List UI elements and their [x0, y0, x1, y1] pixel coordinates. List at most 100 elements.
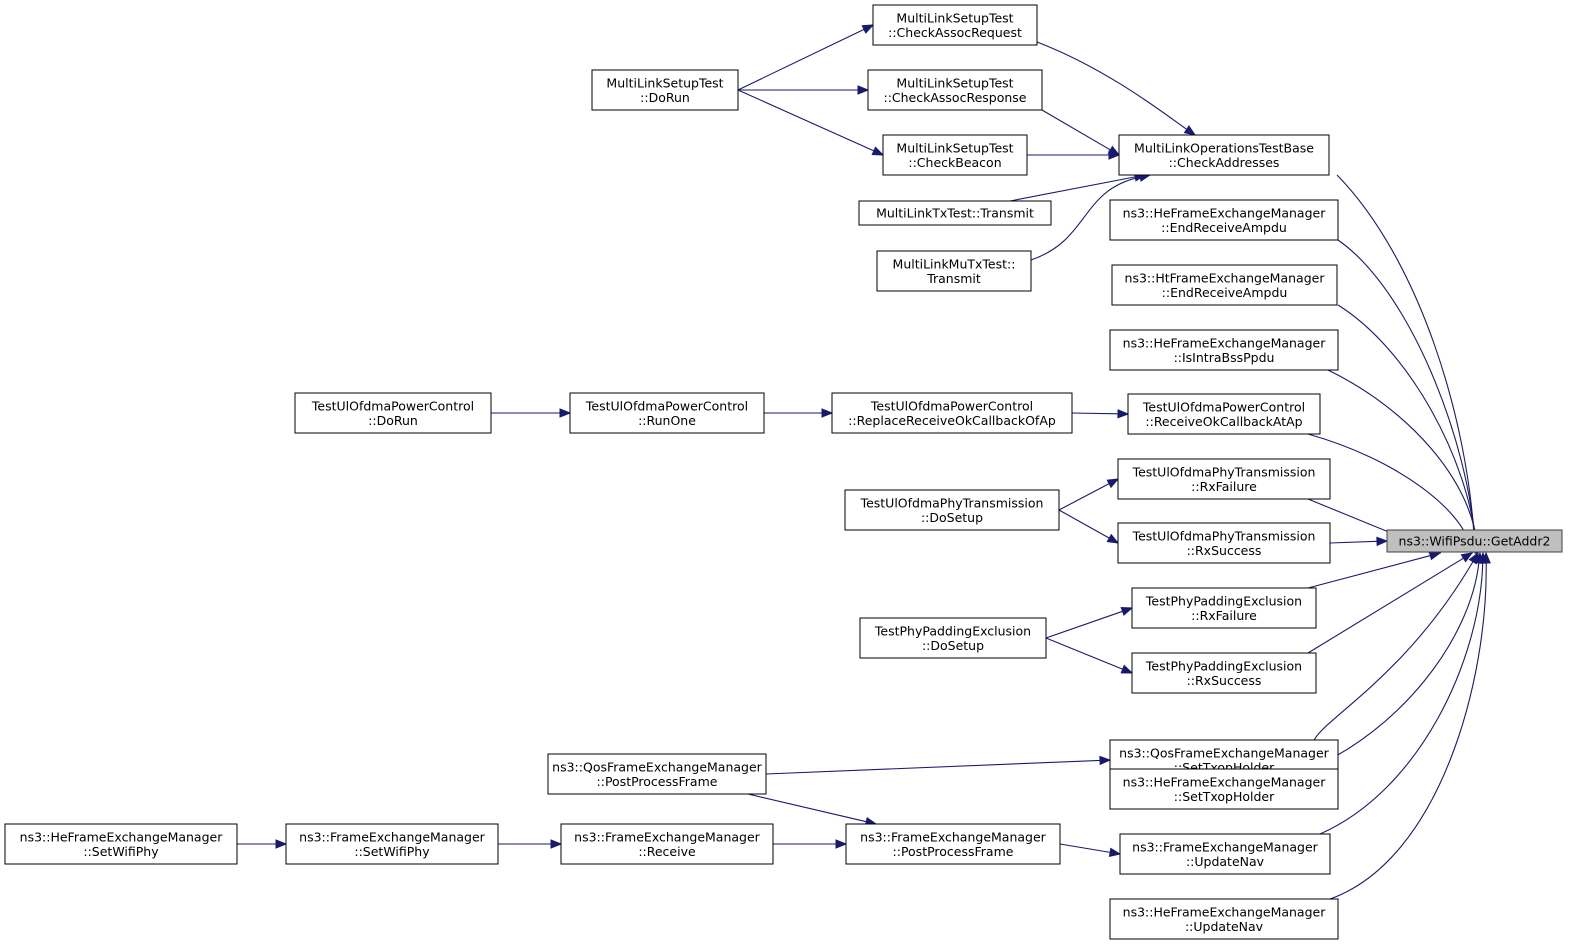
node-heSetWifiPhy[interactable]: ns3::HeFrameExchangeManager::SetWifiPhy [4, 823, 238, 865]
node-label-line: ::RunOne [638, 413, 696, 428]
node-box [1109, 329, 1339, 371]
node-label-line: ::CheckAssocResponse [883, 90, 1026, 105]
node-rxOkCbAtAp[interactable]: TestUlOfdmaPowerControl::ReceiveOkCallba… [1127, 393, 1321, 435]
node-heSetTxop[interactable]: ns3::HeFrameExchangeManager::SetTxopHold… [1109, 768, 1339, 810]
node-checkAddresses[interactable]: MultiLinkOperationsTestBase::CheckAddres… [1118, 134, 1330, 176]
node-box [1109, 768, 1339, 810]
node-pcDoRun[interactable]: TestUlOfdmaPowerControl::DoRun [294, 392, 492, 434]
edge-line [1307, 557, 1464, 654]
node-box [1127, 393, 1321, 435]
node-box [591, 69, 739, 111]
node-label-line: TestPhyPaddingExclusion [1145, 658, 1302, 673]
edge-heSetWifiPhy-to-femSetWifiPhy [237, 839, 288, 849]
edge-checkAssocResp-to-checkAddresses [1041, 109, 1121, 156]
node-htEndRxAmpdu[interactable]: ns3::HtFrameExchangeManager::EndReceiveA… [1111, 264, 1338, 306]
edge-arrowhead [871, 146, 885, 156]
node-mlTxTransmit[interactable]: MultiLinkTxTest::Transmit [858, 200, 1052, 226]
node-label-line: TestUlOfdmaPowerControl [1142, 399, 1305, 414]
node-layer: ns3::WifiPsdu::GetAddr2 MultiLinkOperatio… [4, 4, 1563, 940]
node-label-line: ns3::HeFrameExchangeManager [1123, 205, 1327, 220]
node-label-line: MultiLinkSetupTest [606, 75, 723, 90]
node-replaceRxOkCb[interactable]: TestUlOfdmaPowerControl::ReplaceReceiveO… [831, 392, 1073, 434]
node-label-line: ns3::FrameExchangeManager [860, 829, 1046, 844]
node-label-line: ::SetWifiPhy [354, 844, 430, 859]
node-label-line: ::ReceiveOkCallbackAtAp [1145, 414, 1302, 429]
node-label-line: ::DoRun [368, 413, 418, 428]
node-box [882, 134, 1028, 176]
node-box [1118, 134, 1330, 176]
node-femUpdateNav[interactable]: ns3::FrameExchangeManager::UpdateNav [1119, 833, 1331, 875]
node-femSetWifiPhy[interactable]: ns3::FrameExchangeManager::SetWifiPhy [285, 823, 499, 865]
edge-line [1307, 555, 1431, 589]
edge-line [1337, 239, 1476, 544]
edge-arrowhead [1428, 551, 1442, 561]
edge-padDoSetup-to-padRxFail [1045, 606, 1134, 639]
node-label-line: ns3::HeFrameExchangeManager [1123, 904, 1327, 919]
node-mlSetupDoRun[interactable]: MultiLinkSetupTest::DoRun [591, 69, 739, 111]
node-femReceive[interactable]: ns3::FrameExchangeManager::Receive [560, 823, 774, 865]
edge-arrowhead [550, 839, 563, 849]
edge-line [1071, 412, 1119, 415]
node-box [1119, 833, 1331, 875]
node-qosPostProc[interactable]: ns3::QosFrameExchangeManager::PostProces… [547, 753, 767, 795]
node-checkAssocResp[interactable]: MultiLinkSetupTest::CheckAssocResponse [867, 69, 1043, 111]
node-box [285, 823, 499, 865]
node-box [867, 69, 1043, 111]
node-padDoSetup[interactable]: TestPhyPaddingExclusion::DoSetup [859, 617, 1047, 659]
edge-arrowhead [1120, 606, 1134, 616]
node-label-line: ::PostProcessFrame [893, 844, 1014, 859]
node-padRxOk[interactable]: TestPhyPaddingExclusion::RxSuccess [1131, 652, 1317, 694]
node-label-line: ::CheckBeacon [908, 155, 1001, 170]
edge-line [1058, 509, 1110, 539]
node-label-line: ns3::FrameExchangeManager [574, 829, 760, 844]
node-ulPhyDoSetup[interactable]: TestUlOfdmaPhyTransmission::DoSetup [844, 489, 1060, 531]
node-label-line: ns3::HeFrameExchangeManager [1123, 335, 1327, 350]
edge-line [737, 28, 865, 91]
node-box [547, 753, 767, 795]
edge-line [1009, 176, 1136, 202]
node-box [294, 392, 492, 434]
edge-arrowhead [821, 408, 834, 418]
node-label-line: ns3::WifiPsdu::GetAddr2 [1399, 534, 1551, 549]
node-label-line: ::RxFailure [1191, 608, 1257, 623]
node-heIsIntraBss[interactable]: ns3::HeFrameExchangeManager::IsIntraBssP… [1109, 329, 1339, 371]
node-label-line: ::EndReceiveAmpdu [1162, 285, 1288, 300]
edge-layer [237, 24, 1491, 900]
edge-line [1058, 483, 1110, 511]
node-mlMuTransmit[interactable]: MultiLinkMuTxTest::Transmit [876, 250, 1032, 292]
node-padRxFail[interactable]: TestPhyPaddingExclusion::RxFailure [1131, 587, 1317, 629]
node-label-line: MultiLinkSetupTest [896, 140, 1013, 155]
edge-ulPhyDoSetup-to-ulPhyRxOk [1058, 509, 1120, 544]
edge-arrowhead [1099, 755, 1112, 766]
edge-arrowhead [275, 839, 288, 849]
node-getaddr2[interactable]: ns3::WifiPsdu::GetAddr2 [1386, 529, 1563, 553]
node-checkBeacon[interactable]: MultiLinkSetupTest::CheckBeacon [882, 134, 1028, 176]
node-box [876, 250, 1032, 292]
node-label-line: MultiLinkSetupTest [896, 75, 1013, 90]
node-heEndRxAmpdu[interactable]: ns3::HeFrameExchangeManager::EndReceiveA… [1109, 199, 1339, 241]
node-label-line: ::RxSuccess [1187, 673, 1262, 688]
node-box [1131, 587, 1317, 629]
edge-ulPhyRxOk-to-getaddr2 [1329, 536, 1389, 547]
node-label-line: ::SetTxopHolder [1174, 789, 1275, 804]
node-box [4, 823, 238, 865]
node-ulPhyRxOk[interactable]: TestUlOfdmaPhyTransmission::RxSuccess [1117, 522, 1331, 564]
edge-line [1030, 176, 1141, 261]
node-label-line: TestPhyPaddingExclusion [874, 623, 1031, 638]
node-checkAssocReq[interactable]: MultiLinkSetupTest::CheckAssocRequest [872, 4, 1038, 46]
node-label-line: TestUlOfdmaPhyTransmission [1132, 528, 1316, 543]
node-heUpdateNav[interactable]: ns3::HeFrameExchangeManager::UpdateNav [1109, 898, 1339, 940]
edge-heEndRxAmpdu-to-getaddr2 [1337, 239, 1480, 555]
node-label-line: ::DoSetup [922, 638, 984, 653]
edge-line [1041, 109, 1111, 151]
edge-arrowhead [857, 85, 870, 95]
node-label-line: TestUlOfdmaPowerControl [311, 398, 474, 413]
edge-arrowhead [1120, 664, 1134, 674]
node-runOne[interactable]: TestUlOfdmaPowerControl::RunOne [569, 392, 765, 434]
edge-padRxOk-to-getaddr2 [1307, 552, 1474, 654]
node-box [845, 823, 1061, 865]
node-ulPhyRxFail[interactable]: TestUlOfdmaPhyTransmission::RxFailure [1117, 458, 1331, 500]
node-femPostProc[interactable]: ns3::FrameExchangeManager::PostProcessFr… [845, 823, 1061, 865]
edge-line [1337, 304, 1477, 544]
